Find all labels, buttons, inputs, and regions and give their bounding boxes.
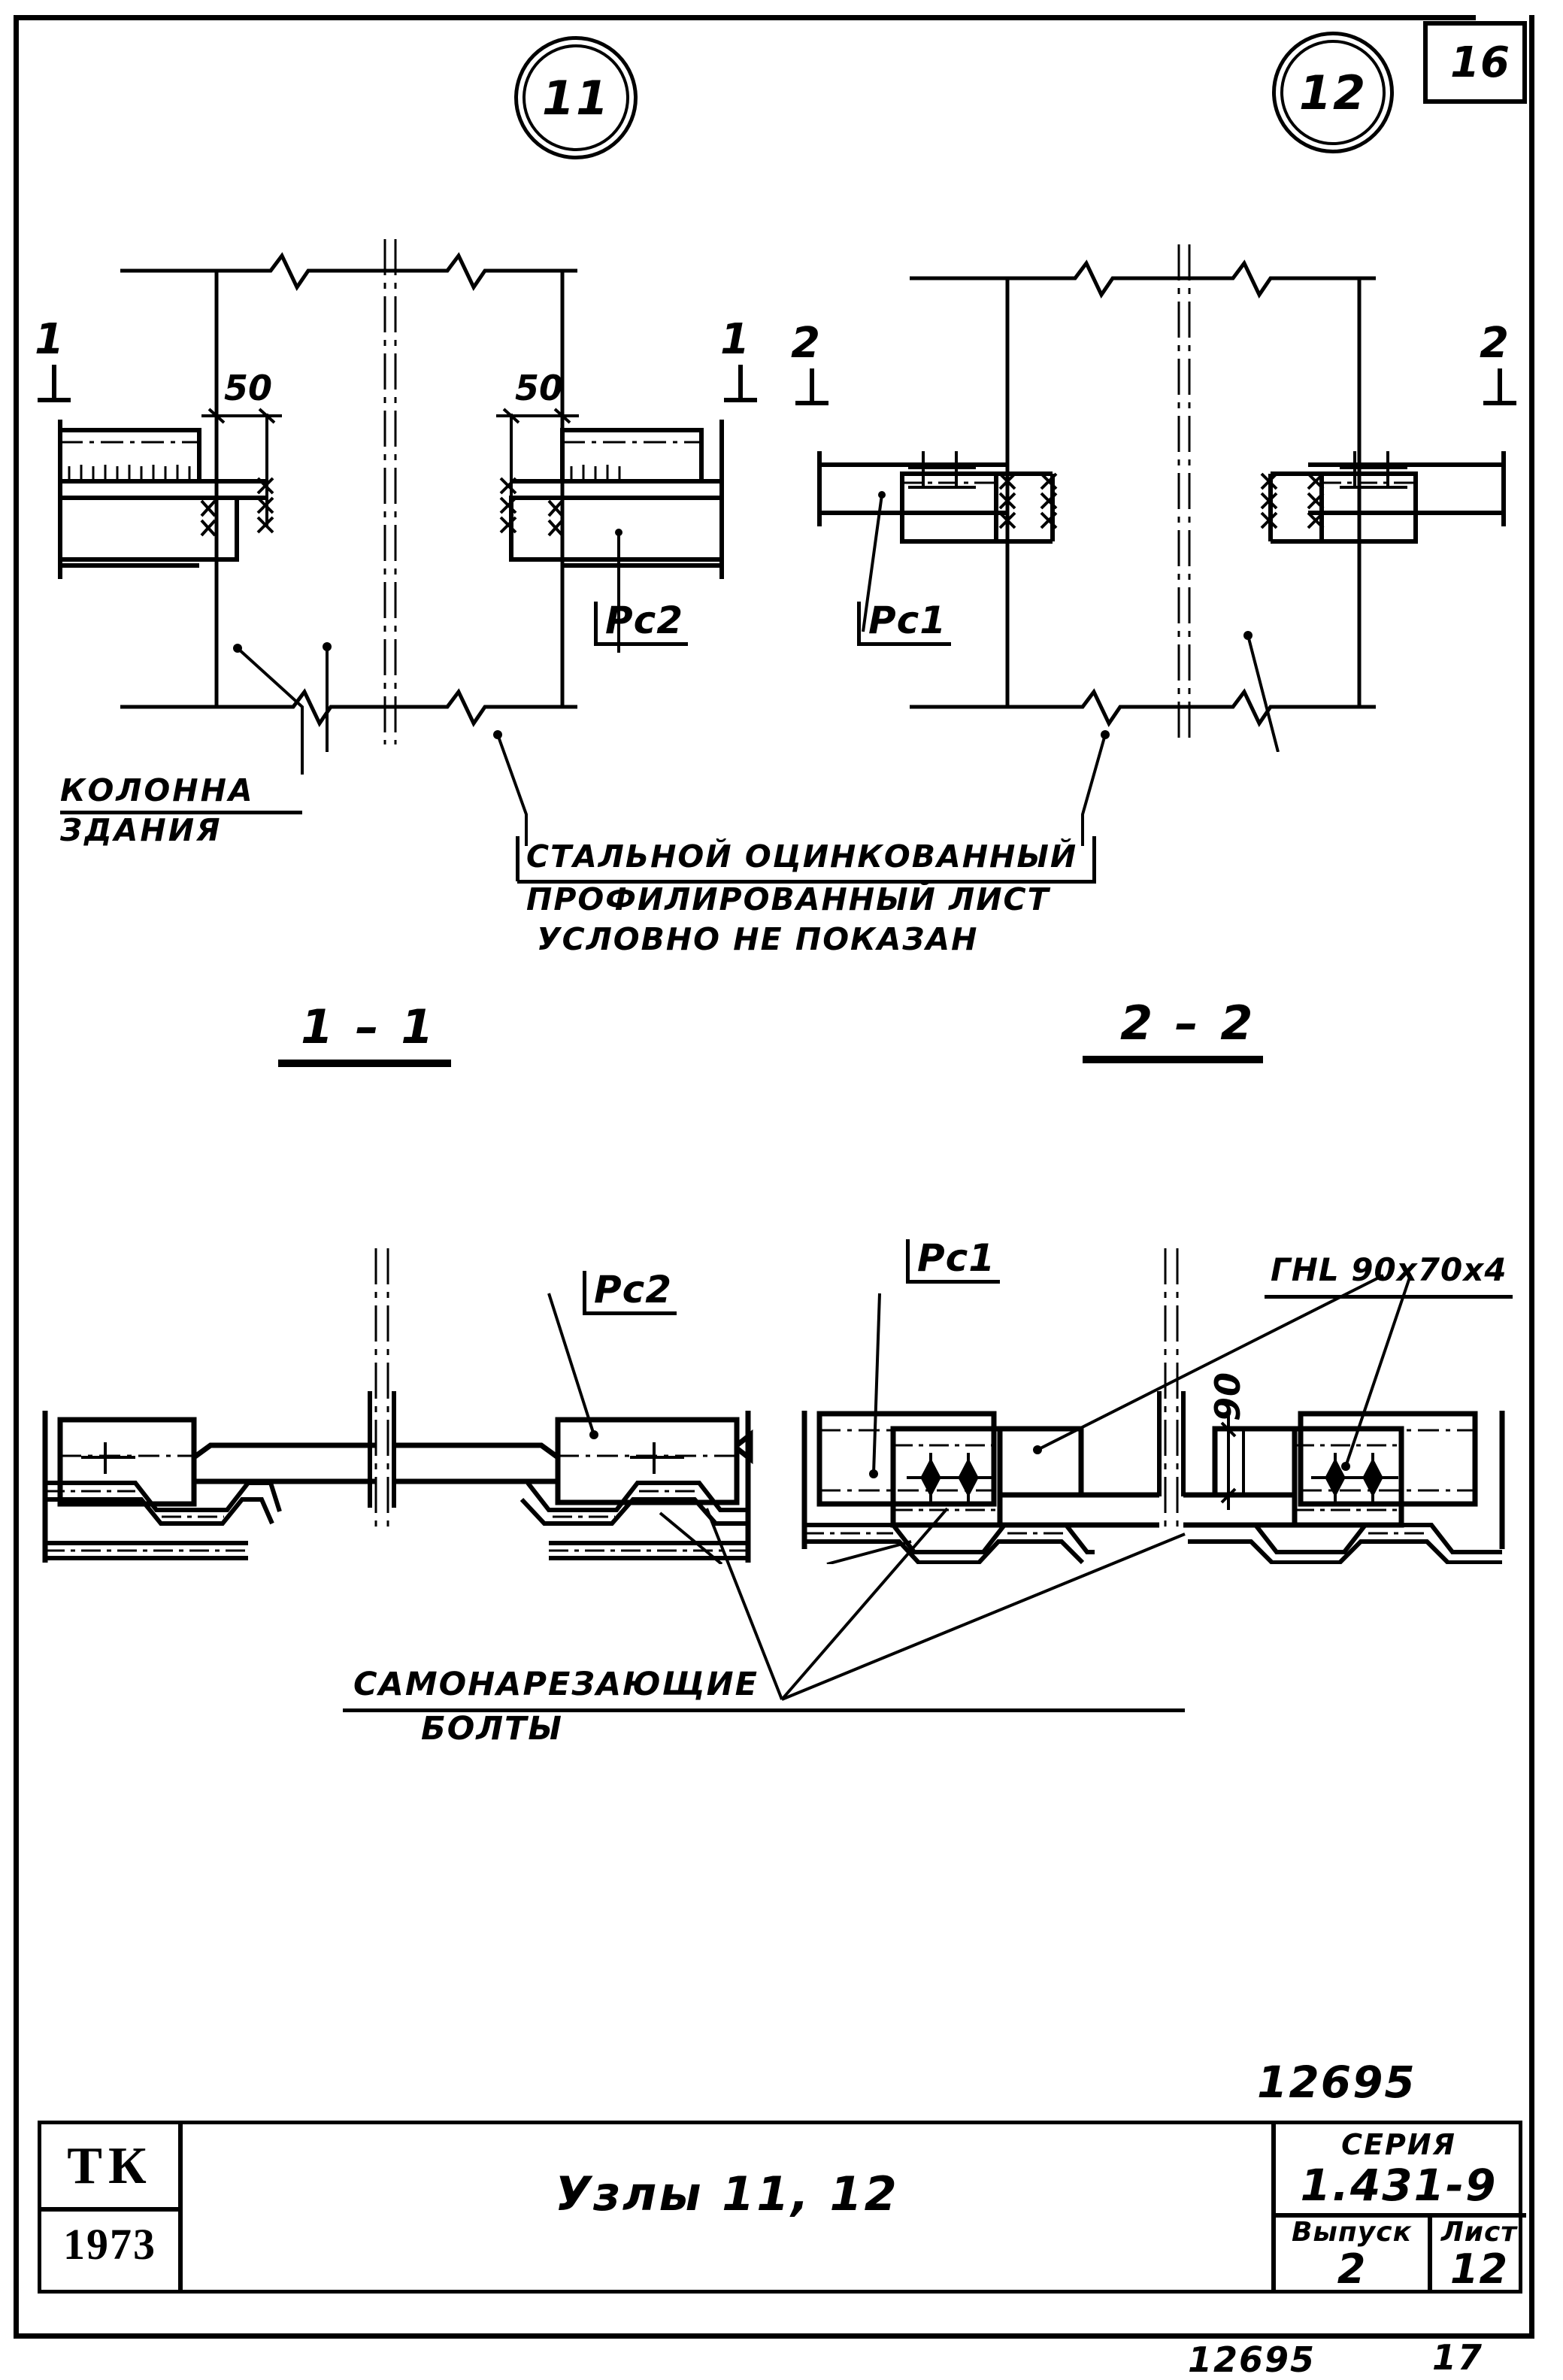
sheet-border-right-lower bbox=[1529, 1557, 1534, 2339]
annotation-sheet-note-line3: условно не показан bbox=[537, 921, 979, 958]
annotation-column-line2: здания bbox=[60, 812, 223, 849]
section-title-1-1-underline bbox=[278, 1060, 451, 1067]
annotation-bolts: Самонарезающие болты bbox=[343, 1666, 1185, 1748]
profile-spec-label: ГНL 90х70х4 bbox=[1265, 1251, 1513, 1299]
node-callout-12-inner-ring bbox=[1280, 40, 1386, 145]
node-callout-11-inner-ring bbox=[523, 44, 629, 151]
annotation-sheet-note-line1: Стальной оцинкованный bbox=[526, 838, 1078, 875]
annotation-sheet-note-leaders bbox=[493, 730, 1110, 846]
dimension-90-text: 90 bbox=[1207, 1371, 1248, 1421]
title-block-series-value: 1.431-9 bbox=[1300, 2160, 1498, 2211]
annotation-sheet-note: Стальной оцинкованный профилированный ли… bbox=[516, 836, 1096, 958]
sheet-border-left bbox=[14, 15, 19, 2339]
plan-view-node-11: 1 1 50 50 bbox=[35, 239, 757, 752]
sheet-border-right bbox=[1529, 15, 1534, 1560]
drawing-number-top: 12695 bbox=[1257, 2060, 1416, 2104]
node-callout-11: 11 bbox=[514, 36, 638, 159]
title-block-sheet-value: 12 bbox=[1449, 2245, 1509, 2293]
annotation-column-underline bbox=[60, 811, 302, 814]
sheet-border-bottom bbox=[14, 2333, 1534, 2339]
title-block-divider-series bbox=[1271, 2213, 1526, 2218]
profile-spec-underline bbox=[1265, 1295, 1513, 1299]
section-title-2-2: 2 – 2 bbox=[1083, 996, 1263, 1063]
profile-spec-text: ГНL 90х70х4 bbox=[1271, 1251, 1507, 1288]
annotation-sheet-note-tick-left bbox=[516, 836, 519, 881]
title-block-divider-year bbox=[41, 2207, 183, 2212]
node-callout-12: 12 bbox=[1272, 32, 1394, 153]
title-block-year: 1973 bbox=[63, 2220, 156, 2269]
annotation-bolts-line1: Самонарезающие bbox=[353, 1666, 759, 1703]
part-label-pc2-section: Рс2 bbox=[583, 1271, 677, 1315]
sheet-number-bottom: 17 bbox=[1432, 2337, 1484, 2378]
section-view-2-2 bbox=[801, 1248, 1505, 1564]
title-block-series-label: серия bbox=[1341, 2128, 1456, 2161]
annotation-sheet-note-tick-right bbox=[1092, 836, 1096, 881]
part-label-pc2-section-text: Рс2 bbox=[583, 1271, 677, 1315]
annotation-bolts-underline bbox=[343, 1708, 1185, 1712]
page-marking-box: 16 bbox=[1423, 21, 1527, 104]
sheet-border-top bbox=[14, 15, 1476, 20]
title-block-drawing-title: Узлы 11, 12 bbox=[555, 2166, 899, 2221]
node-callout-12-label: 12 bbox=[1298, 65, 1368, 120]
section-title-1-1-text: 1 – 1 bbox=[301, 999, 437, 1054]
annotation-sheet-note-underline bbox=[517, 880, 1096, 884]
part-label-pc1-section: Рс1 bbox=[906, 1239, 1001, 1284]
svg-text:1: 1 bbox=[720, 315, 750, 364]
part-label-pc1-section-text: Рс1 bbox=[906, 1239, 1001, 1284]
page-marking-value: 16 bbox=[1450, 38, 1510, 87]
part-label-pc1-plan-text: Рс1 bbox=[857, 602, 952, 646]
svg-text:1: 1 bbox=[35, 315, 64, 364]
annotation-column: Колонна здания bbox=[60, 772, 302, 849]
plan-view-node-12: 2 2 bbox=[791, 244, 1516, 752]
dimension-90: 90 bbox=[1207, 1371, 1248, 1421]
svg-text:2: 2 bbox=[791, 319, 820, 368]
section-view-1-1 bbox=[42, 1248, 753, 1564]
svg-text:50: 50 bbox=[515, 368, 563, 408]
title-block-divider-right bbox=[1271, 2124, 1276, 2290]
node-callout-11-label: 11 bbox=[541, 70, 610, 126]
section-title-1-1: 1 – 1 bbox=[278, 999, 451, 1067]
svg-text:2: 2 bbox=[1480, 319, 1509, 368]
annotation-column-leader bbox=[233, 644, 304, 775]
drawing-number-bottom: 12695 bbox=[1188, 2339, 1316, 2380]
annotation-bolts-leaders bbox=[705, 1507, 1186, 1701]
title-block-divider-issue-sheet bbox=[1428, 2213, 1432, 2290]
title-block-sheet-label: Лист bbox=[1440, 2217, 1518, 2248]
section-title-2-2-underline bbox=[1083, 1056, 1263, 1063]
part-label-pc2-plan-text: Рс2 bbox=[594, 602, 689, 646]
part-label-pc1-plan: Рс1 bbox=[857, 602, 952, 646]
annotation-column-line1: Колонна bbox=[60, 772, 255, 808]
drawing-number-top-text: 12695 bbox=[1257, 2057, 1416, 2108]
section-title-2-2-text: 2 – 2 bbox=[1120, 996, 1256, 1051]
part-label-pc2-plan: Рс2 bbox=[594, 602, 689, 646]
title-block-issue-value: 2 bbox=[1337, 2245, 1367, 2293]
title-block-issue-label: Выпуск bbox=[1291, 2217, 1413, 2248]
title-block: ТК 1973 Узлы 11, 12 серия 1.431-9 Выпуск… bbox=[38, 2121, 1526, 2294]
title-block-org-code: ТК bbox=[67, 2137, 153, 2195]
annotation-bolts-line2: болты bbox=[421, 1710, 563, 1748]
svg-text:50: 50 bbox=[224, 368, 272, 408]
annotation-sheet-note-line2: профилированный лист bbox=[526, 881, 1050, 918]
